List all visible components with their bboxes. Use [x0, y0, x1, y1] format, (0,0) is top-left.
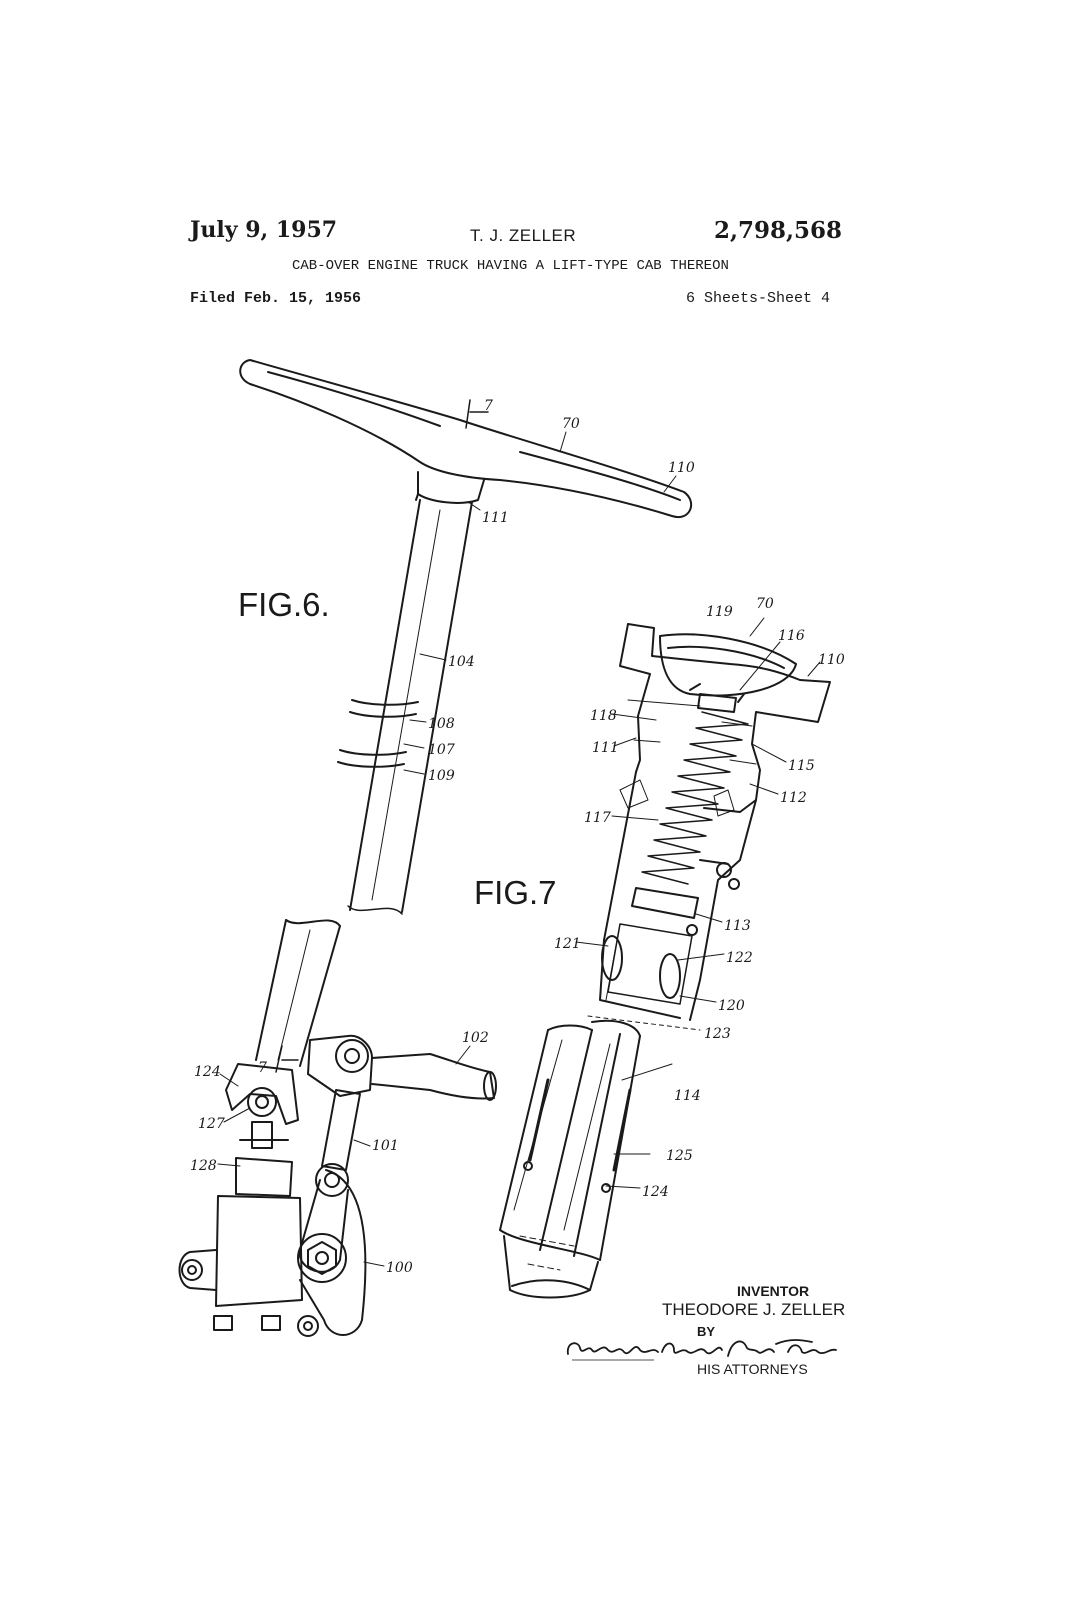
fig6-ref-111: 111	[482, 510, 509, 526]
fig6-label: FIG.6.	[238, 586, 330, 623]
fig7-ref-70: 70	[756, 596, 774, 612]
fig6-ref-104: 104	[448, 654, 475, 670]
fig7-ref-118: 118	[590, 708, 617, 724]
fig6-ref-110: 110	[668, 460, 695, 476]
fig6-ref-127: 127	[198, 1116, 225, 1132]
pitman-arm	[297, 1169, 367, 1336]
filing-date: Filed Feb. 15, 1956	[190, 290, 362, 307]
fig7-ref-121: 121	[554, 936, 581, 952]
fig6-ref-109: 109	[428, 768, 455, 784]
patent-date: July 9, 1957	[190, 217, 338, 243]
section-mark-bottom: 7	[258, 1060, 267, 1076]
inventor-name: THEODORE J. ZELLER	[662, 1300, 846, 1319]
steering-gear-box	[178, 1157, 319, 1337]
fig7-ref-111: 111	[592, 740, 619, 756]
fig7-ref-120: 120	[718, 998, 745, 1014]
inventor-label: INVENTOR	[737, 1283, 810, 1299]
attorney-signature	[566, 1339, 837, 1361]
inventor-header: T. J. ZELLER	[470, 226, 577, 245]
section-line-7-7	[275, 399, 489, 1073]
fig7-ref-115: 115	[788, 758, 815, 774]
fig7-label: FIG.7	[474, 874, 557, 911]
fig7-ref-122: 122	[726, 950, 753, 966]
coil-spring	[641, 711, 749, 885]
hub-cross-section	[619, 623, 831, 813]
universal-joint	[225, 1063, 299, 1149]
fig7-ref-114: 114	[674, 1088, 701, 1104]
fig7-ref-112: 112	[780, 790, 807, 806]
fig7-ref-125: 125	[666, 1148, 693, 1164]
sheet-count: 6 Sheets-Sheet 4	[686, 290, 831, 307]
fig6-ref-124: 124	[194, 1064, 221, 1080]
fig6-ref-100: 100	[386, 1260, 413, 1276]
shift-lever	[298, 1089, 361, 1273]
by-label: BY	[697, 1324, 716, 1339]
fig7-ref-117: 117	[584, 810, 611, 826]
steering-hub	[415, 471, 485, 504]
leader-lines	[217, 431, 821, 1267]
steering-wheel	[239, 359, 693, 519]
fig6-ref-102: 102	[462, 1030, 489, 1046]
fig6-ref-108: 108	[428, 716, 455, 732]
fig7-ref-116: 116	[778, 628, 805, 644]
patent-number: 2,798,568	[714, 217, 843, 244]
fig7-ref-113: 113	[724, 918, 751, 934]
fig7-ref-123: 123	[704, 1026, 731, 1042]
steering-column-lower	[255, 919, 341, 1067]
fig7-ref-110: 110	[818, 652, 845, 668]
lower-telescoping-section	[499, 1019, 641, 1299]
fig6-ref-107: 107	[428, 742, 455, 758]
fig6-ref-70: 70	[562, 416, 580, 432]
fig6-ref-101: 101	[372, 1138, 399, 1154]
upper-housing	[587, 771, 757, 1031]
patent-title: CAB-OVER ENGINE TRUCK HAVING A LIFT-TYPE…	[292, 258, 729, 274]
fig6-ref-128: 128	[190, 1158, 217, 1174]
steering-column-upper	[337, 499, 473, 915]
attorneys-label: HIS ATTORNEYS	[697, 1361, 808, 1377]
fig7-ref-124: 124	[642, 1184, 669, 1200]
section-mark-top: 7	[484, 398, 493, 414]
fig7-ref-119: 119	[706, 604, 733, 620]
